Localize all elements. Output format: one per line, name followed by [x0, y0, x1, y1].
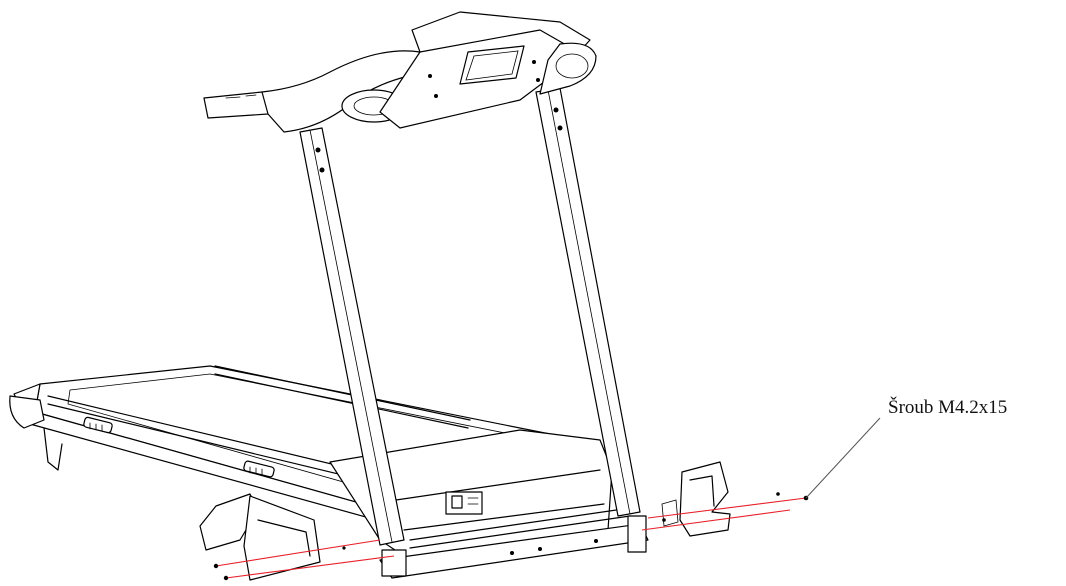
callout-leader-line [805, 417, 881, 499]
screw-axis-lines [213, 492, 809, 581]
screw-callout-label: Šroub M4.2x15 [888, 397, 1008, 418]
left-side-cover [199, 493, 321, 581]
screw-icon [213, 563, 219, 569]
console-assembly [203, 11, 597, 133]
screw-icon [223, 575, 229, 581]
right-side-cover [661, 461, 731, 537]
base-frame [379, 507, 649, 579]
upright-left [299, 127, 405, 546]
